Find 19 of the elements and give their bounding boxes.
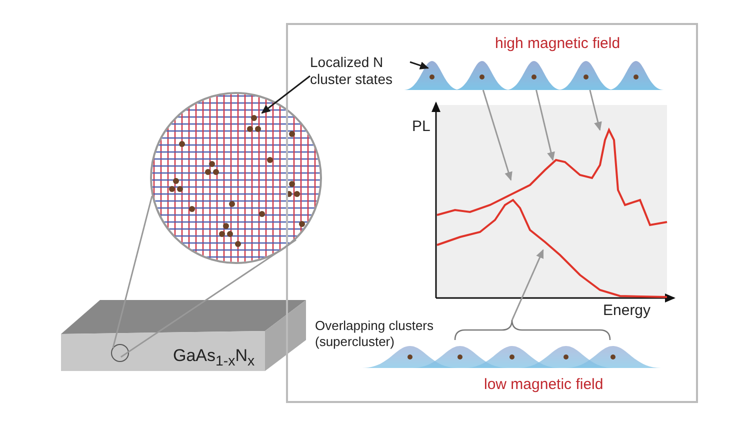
arrow [410, 61, 430, 70]
axis-label: PL [412, 118, 430, 135]
arrow [261, 75, 310, 114]
field-label: low magnetic field [484, 376, 604, 393]
localized-state-peak [454, 60, 510, 90]
localized-state-peak [506, 60, 562, 90]
arrow [536, 90, 555, 162]
annotation-text: Overlapping clusters (supercluster) [315, 318, 434, 350]
field-label: high magnetic field [495, 35, 620, 52]
material-formula: GaAs$_{1-x}$N$_{x}$ [173, 347, 255, 370]
zoom-line [112, 196, 153, 348]
arrow [482, 90, 512, 181]
arrow [511, 249, 544, 320]
sample-spot-circle [111, 344, 129, 362]
axis-label: Energy [603, 302, 651, 319]
localized-state-peak [608, 60, 664, 90]
annotation-text: Localized N cluster states [310, 54, 394, 88]
zoom-line [120, 239, 296, 358]
arrow [589, 90, 602, 131]
